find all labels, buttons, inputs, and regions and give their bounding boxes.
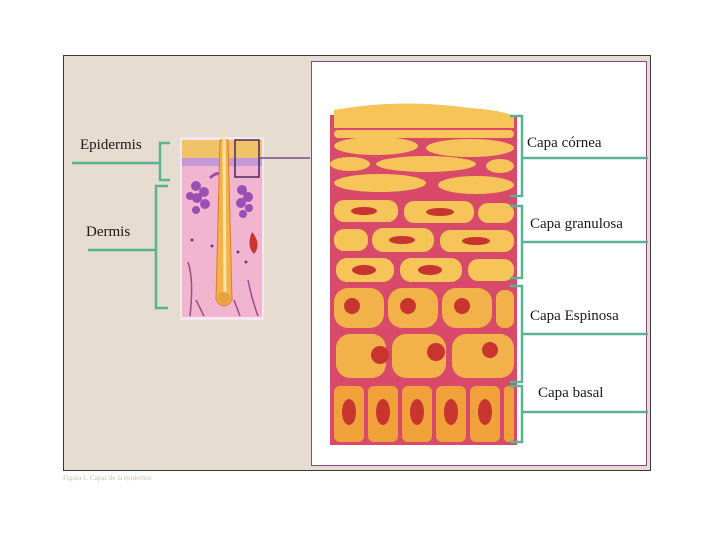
- epidermis-layers: [330, 103, 517, 445]
- epidermis-label: Epidermis: [80, 137, 142, 154]
- capa-basal-label: Capa basal: [538, 385, 603, 402]
- capa-cornea-label: Capa córnea: [527, 135, 602, 152]
- skin-cross-section: [180, 132, 310, 320]
- capa-espinosa-label: Capa Espinosa: [530, 308, 619, 325]
- dermis-label: Dermis: [86, 224, 130, 241]
- capa-granulosa-label: Capa granulosa: [530, 216, 623, 233]
- hair-shaft: [224, 132, 225, 300]
- hair-bulb: [218, 292, 230, 304]
- figure-caption: Figura 1. Capas de la epidermis: [63, 474, 323, 484]
